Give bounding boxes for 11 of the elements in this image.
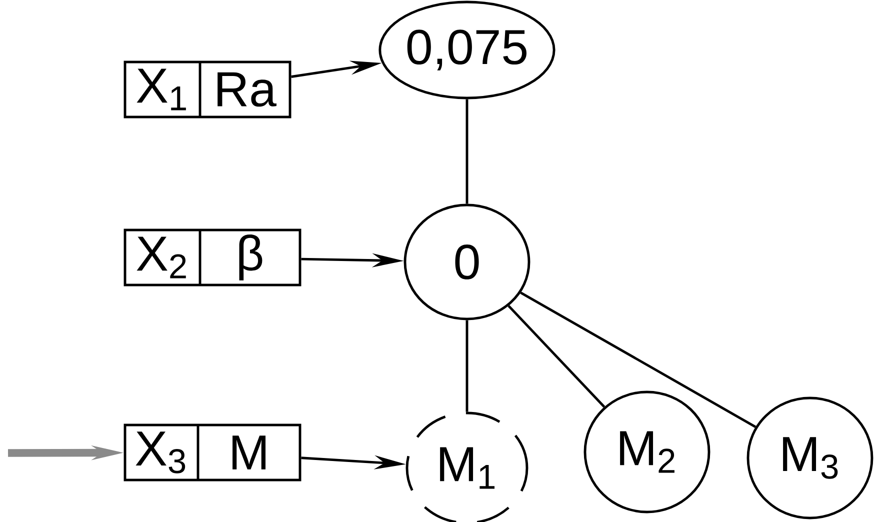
connector-line	[466, 99, 468, 204]
circle-node: 0,075	[378, 0, 556, 100]
circle-node: 0	[404, 204, 530, 320]
split-box: X$_{2}$ β	[124, 228, 302, 286]
connector-line	[466, 320, 468, 412]
circle-node: M$_{2}$	[584, 390, 710, 514]
split-box: X$_{1}$ Ra	[124, 60, 292, 118]
split-box: X$_{3}$ M	[124, 424, 302, 482]
connector-line	[508, 305, 606, 408]
connector-line	[520, 292, 756, 428]
circle-node: M$_{3}$	[746, 396, 874, 520]
